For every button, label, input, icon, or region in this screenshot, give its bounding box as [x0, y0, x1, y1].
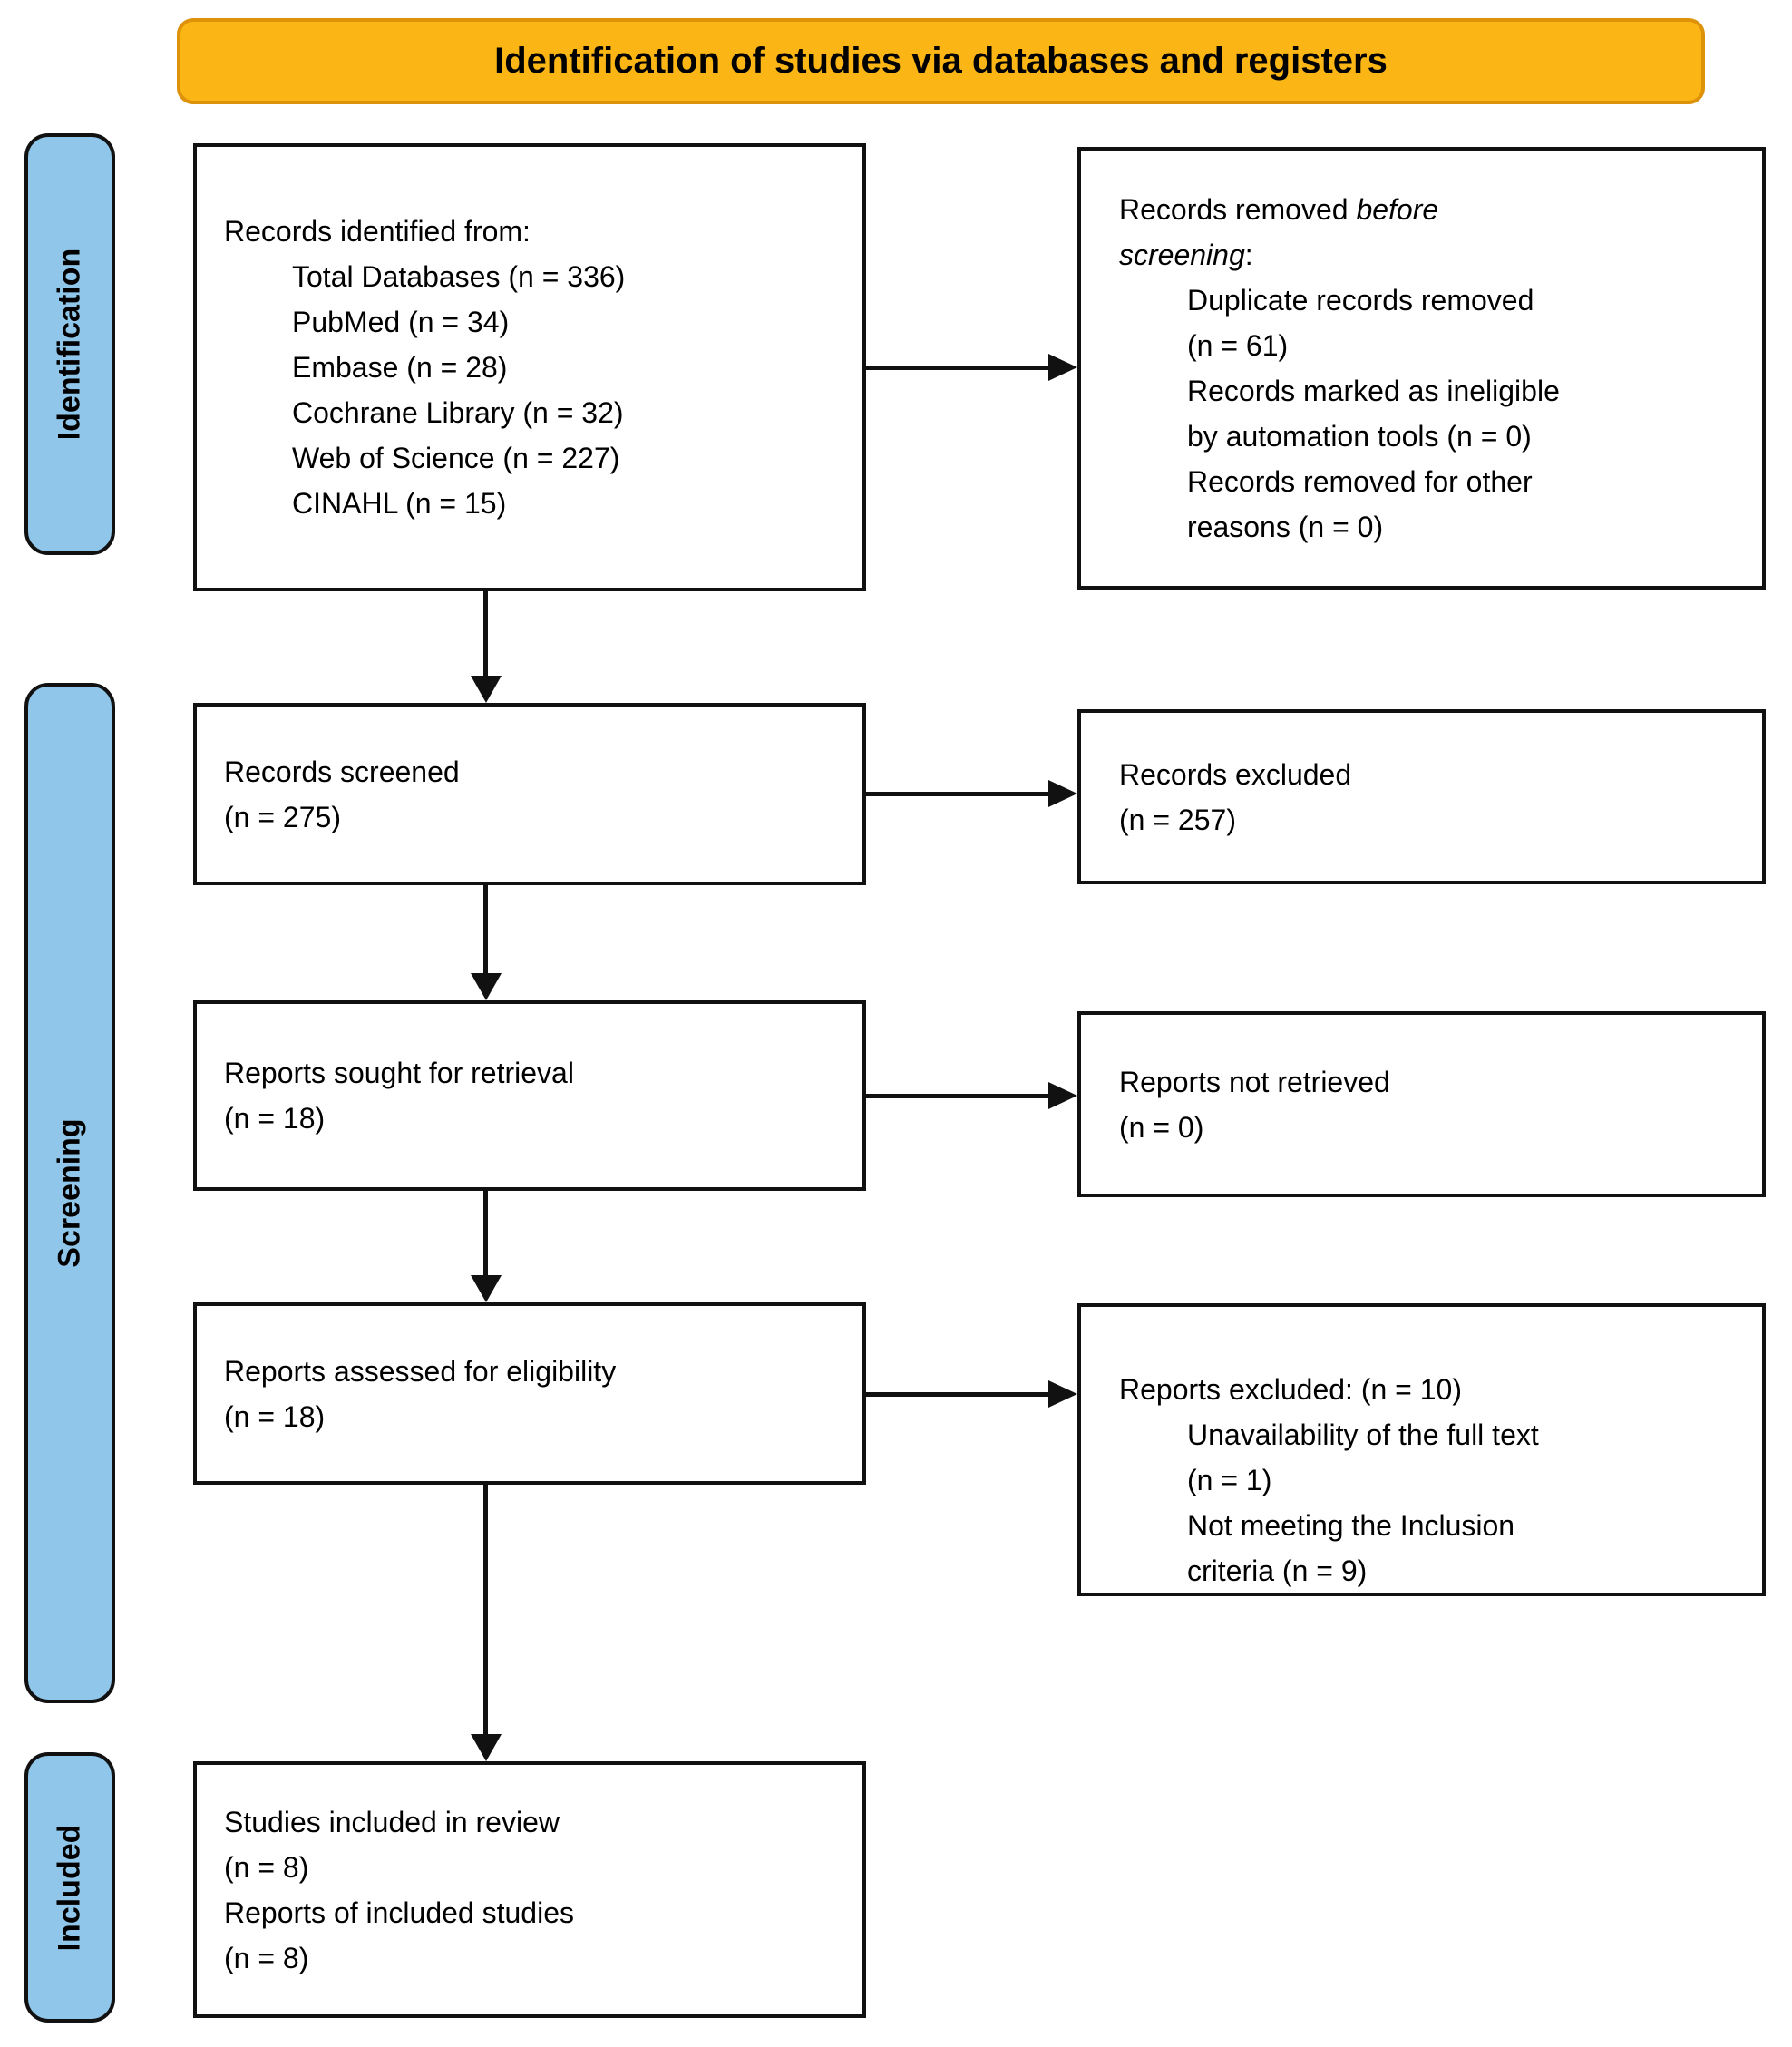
box-reports-excluded: Reports excluded: (n = 10) Unavailabilit… — [1077, 1303, 1766, 1596]
banner-title: Identification of studies via databases … — [494, 41, 1388, 81]
arrow-head-icon — [471, 973, 502, 1000]
box-line: (n = 61) — [1187, 329, 1289, 362]
arrow-head-icon — [1048, 780, 1077, 807]
box-records-removed: Records removed before screening: Duplic… — [1077, 147, 1766, 590]
arrow-head-icon — [1048, 1082, 1077, 1109]
box-line: Records identified from: — [224, 215, 531, 248]
box-line: (n = 1) — [1187, 1464, 1272, 1496]
box-line: Reports excluded: (n = 10) — [1119, 1373, 1462, 1406]
arrow-head-icon — [1048, 354, 1077, 381]
box-line: Web of Science (n = 227) — [292, 442, 620, 474]
arrow-head-icon — [471, 676, 502, 703]
arrow-head-icon — [471, 1275, 502, 1302]
box-line: (n = 8) — [224, 1850, 309, 1884]
box-line: Reports sought for retrieval — [224, 1057, 574, 1089]
box-line: screening: — [1119, 232, 1749, 278]
stage-included: Included — [24, 1752, 115, 2023]
box-line: (n = 0) — [1119, 1110, 1204, 1144]
box-line: Reports of included studies — [224, 1896, 574, 1929]
arrow-head-icon — [1048, 1380, 1077, 1408]
stage-identification-label: Identification — [52, 248, 87, 441]
box-line: Cochrane Library (n = 32) — [292, 396, 624, 429]
box-records-screened: Records screened (n = 275) — [193, 703, 866, 885]
box-line: Records marked as ineligible — [1187, 375, 1560, 407]
box-records-identified: Records identified from: Total Databases… — [193, 143, 866, 591]
box-line: reasons (n = 0) — [1187, 511, 1384, 543]
arrow-shaft — [866, 366, 1050, 370]
box-line-text: : — [1244, 239, 1253, 271]
box-line: CINAHL (n = 15) — [292, 487, 507, 520]
box-line: (n = 8) — [224, 1941, 309, 1974]
banner: Identification of studies via databases … — [177, 18, 1705, 104]
box-line: Total Databases (n = 336) — [292, 260, 626, 293]
box-reports-sought: Reports sought for retrieval (n = 18) — [193, 1000, 866, 1191]
box-line: (n = 275) — [224, 800, 341, 833]
box-line: (n = 18) — [224, 1399, 326, 1433]
stage-identification: Identification — [24, 133, 115, 555]
box-line: Reports not retrieved — [1119, 1065, 1390, 1098]
box-reports-assessed: Reports assessed for eligibility (n = 18… — [193, 1302, 866, 1485]
box-line: Studies included in review — [224, 1805, 560, 1838]
box-line: Duplicate records removed — [1187, 284, 1534, 317]
arrow-shaft — [483, 885, 488, 975]
box-line-italic: before — [1356, 193, 1439, 226]
box-line: (n = 18) — [224, 1102, 326, 1135]
box-studies-included: Studies included in review (n = 8) Repor… — [193, 1761, 866, 2018]
stage-screening-label: Screening — [52, 1118, 87, 1268]
box-line: Reports assessed for eligibility — [224, 1354, 617, 1388]
arrow-shaft — [866, 1094, 1050, 1098]
box-line: Unavailability of the full text — [1187, 1418, 1539, 1451]
box-line: Records removed before — [1119, 187, 1749, 232]
box-line: PubMed (n = 34) — [292, 306, 510, 338]
box-reports-not-retrieved: Reports not retrieved (n = 0) — [1077, 1011, 1766, 1197]
box-line: (n = 257) — [1119, 803, 1236, 836]
box-line: Records excluded — [1119, 757, 1352, 791]
arrow-shaft — [866, 792, 1050, 796]
arrow-shaft — [483, 591, 488, 677]
box-line: Embase (n = 28) — [292, 351, 508, 384]
box-records-excluded: Records excluded (n = 257) — [1077, 709, 1766, 884]
arrow-head-icon — [471, 1734, 502, 1761]
box-line-text: Records removed — [1119, 193, 1357, 226]
box-line: by automation tools (n = 0) — [1187, 420, 1532, 453]
box-line: Not meeting the Inclusion — [1187, 1509, 1515, 1542]
box-line: criteria (n = 9) — [1187, 1555, 1368, 1587]
box-line-italic: screening — [1119, 239, 1245, 271]
stage-included-label: Included — [52, 1824, 87, 1951]
stage-screening: Screening — [24, 683, 115, 1703]
box-line: Records screened — [224, 755, 460, 788]
arrow-shaft — [866, 1392, 1050, 1397]
arrow-shaft — [483, 1191, 488, 1277]
arrow-shaft — [483, 1485, 488, 1736]
box-line: Records removed for other — [1187, 465, 1533, 498]
